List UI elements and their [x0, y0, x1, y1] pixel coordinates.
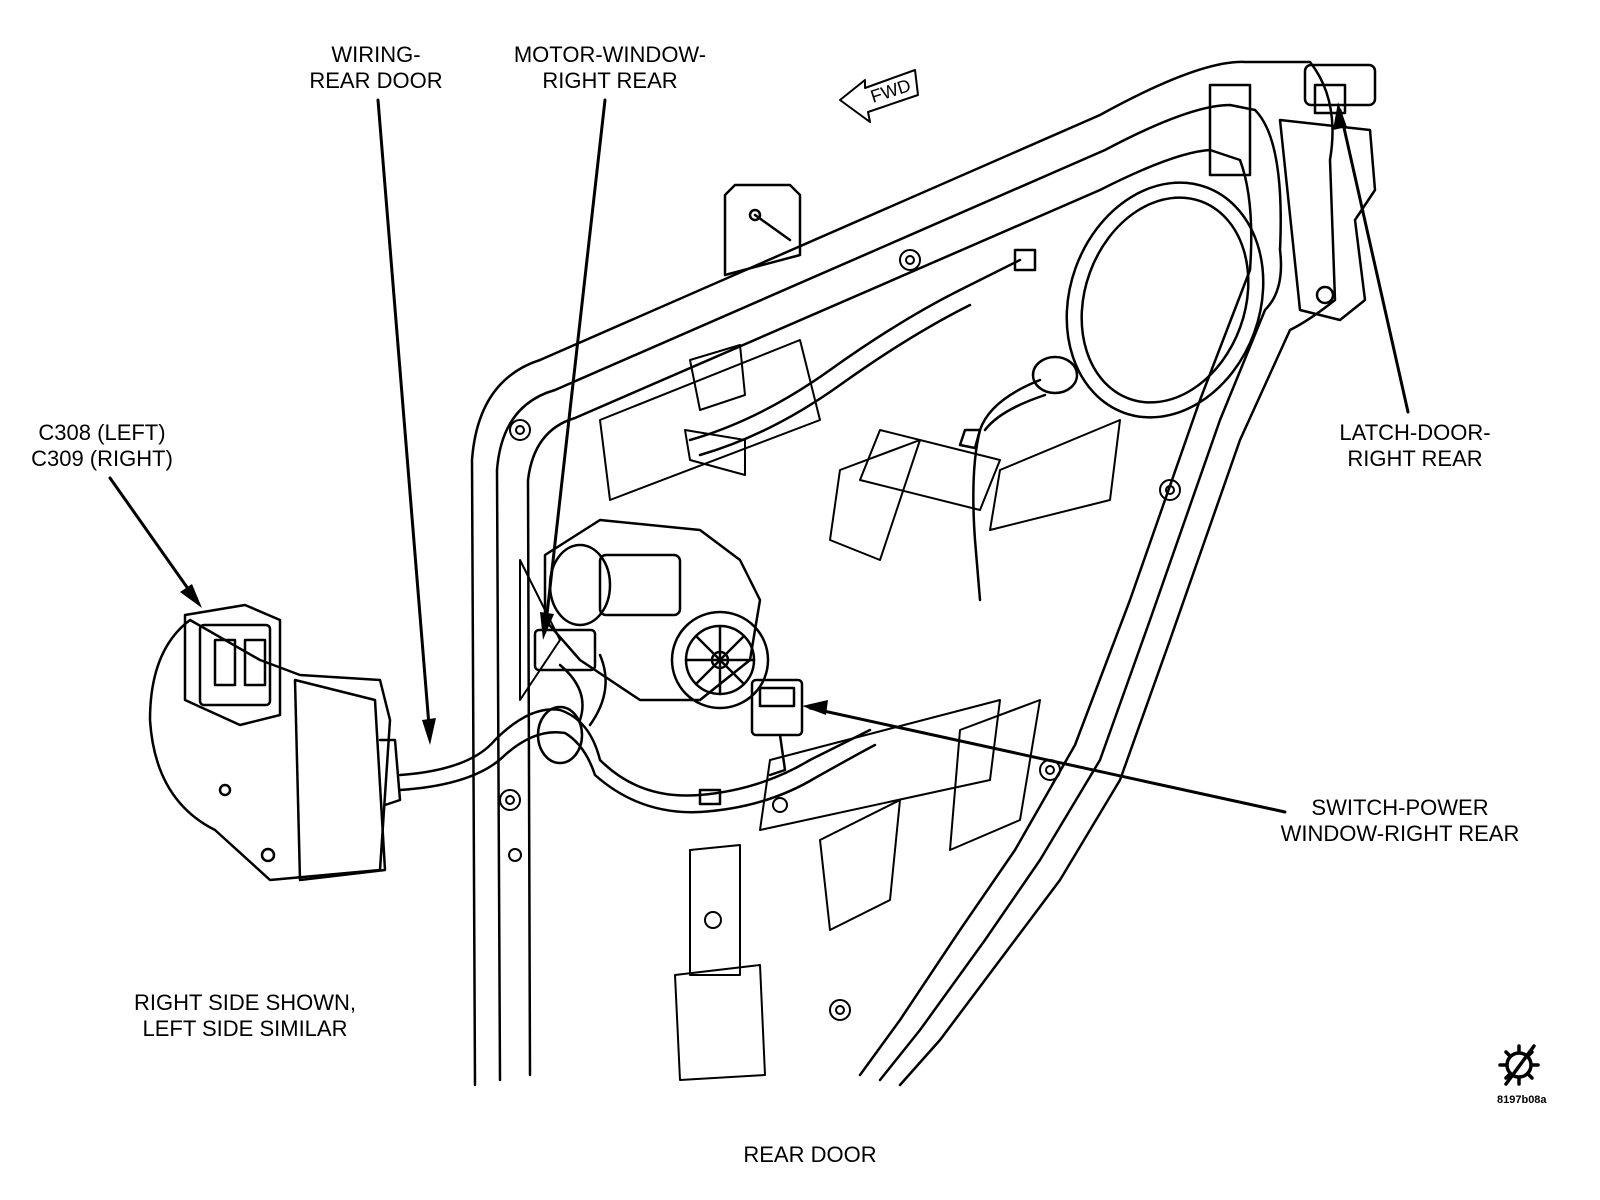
door-connector: [148, 603, 402, 882]
mounting-bosses: [499, 249, 1181, 1021]
side-note-line-2: LEFT SIDE SIMILAR: [142, 1016, 348, 1041]
callout-wiring-rear-door: WIRING- REAR DOOR: [296, 42, 456, 94]
upper-mounting-tab: [723, 183, 802, 277]
wiring-harness: [398, 248, 1079, 814]
door-panel: [470, 60, 1337, 1087]
gear-slash-icon: [1498, 1044, 1540, 1086]
callout-motor-window: MOTOR-WINDOW- RIGHT REAR: [500, 42, 720, 94]
window-switch: [750, 678, 804, 777]
callout-motor-line-2: RIGHT REAR: [542, 68, 678, 93]
callout-connector-line-2: C309 (RIGHT): [31, 446, 173, 471]
side-note-line-1: RIGHT SIDE SHOWN,: [133, 990, 357, 1015]
figure-caption: REAR DOOR: [743, 1142, 877, 1167]
side-note: RIGHT SIDE SHOWN, LEFT SIDE SIMILAR: [110, 990, 380, 1042]
panel-ribs: [519, 339, 1121, 1081]
callout-latch-door: LATCH-DOOR- RIGHT REAR: [1320, 420, 1510, 472]
callout-latch-line-1: LATCH-DOOR-: [1339, 420, 1491, 445]
callout-motor-line-1: MOTOR-WINDOW-: [513, 42, 707, 67]
callout-switch-line-1: SWITCH-POWER: [1311, 795, 1489, 820]
callout-wiring-line-1: WIRING-: [331, 42, 421, 67]
callout-arrowheads: [180, 102, 1347, 745]
callout-switch-power-window: SWITCH-POWER WINDOW-RIGHT REAR: [1265, 795, 1535, 847]
callout-connector-c308-c309: C308 (LEFT) C309 (RIGHT): [22, 420, 182, 472]
fwd-arrow: [839, 69, 919, 123]
callout-latch-line-2: RIGHT REAR: [1347, 446, 1483, 471]
callout-leaders: [108, 98, 1410, 814]
callout-connector-line-1: C308 (LEFT): [38, 420, 166, 445]
figure-id: 8197b08a: [1497, 1094, 1547, 1106]
fwd-label: FWD: [868, 75, 913, 107]
latch-assembly: [1208, 63, 1377, 322]
speaker-opening: [1065, 181, 1265, 419]
window-motor: [533, 518, 770, 710]
callout-wiring-line-2: REAR DOOR: [309, 68, 443, 93]
callout-switch-line-2: WINDOW-RIGHT REAR: [1280, 821, 1520, 846]
